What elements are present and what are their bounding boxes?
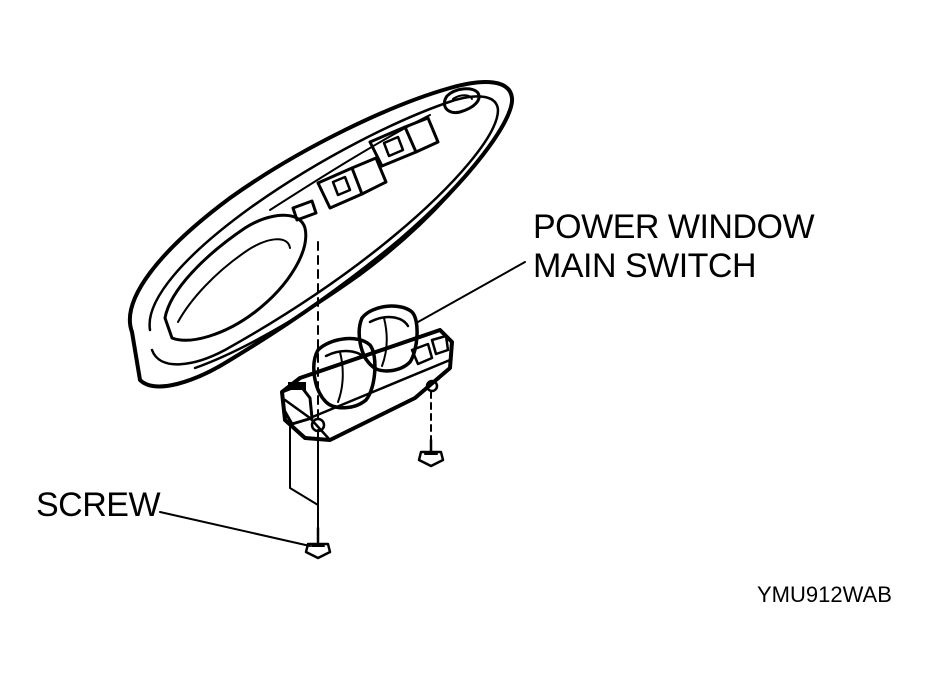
door-armrest-panel xyxy=(127,80,515,389)
screw-left xyxy=(304,526,332,560)
leader-line-screw xyxy=(159,511,311,547)
power-window-main-switch xyxy=(280,304,454,442)
figure-code: YMU912WAB xyxy=(757,582,892,607)
leader-line-main-switch xyxy=(417,261,526,323)
power-window-main-switch-label: POWER WINDOW MAIN SWITCH xyxy=(533,208,815,286)
callout-line-1: POWER WINDOW xyxy=(533,208,815,246)
callout-line-2: MAIN SWITCH xyxy=(533,247,757,285)
screw-label: SCREW xyxy=(36,486,161,524)
screw-right xyxy=(417,438,445,468)
installation-guide-lines xyxy=(289,241,432,529)
